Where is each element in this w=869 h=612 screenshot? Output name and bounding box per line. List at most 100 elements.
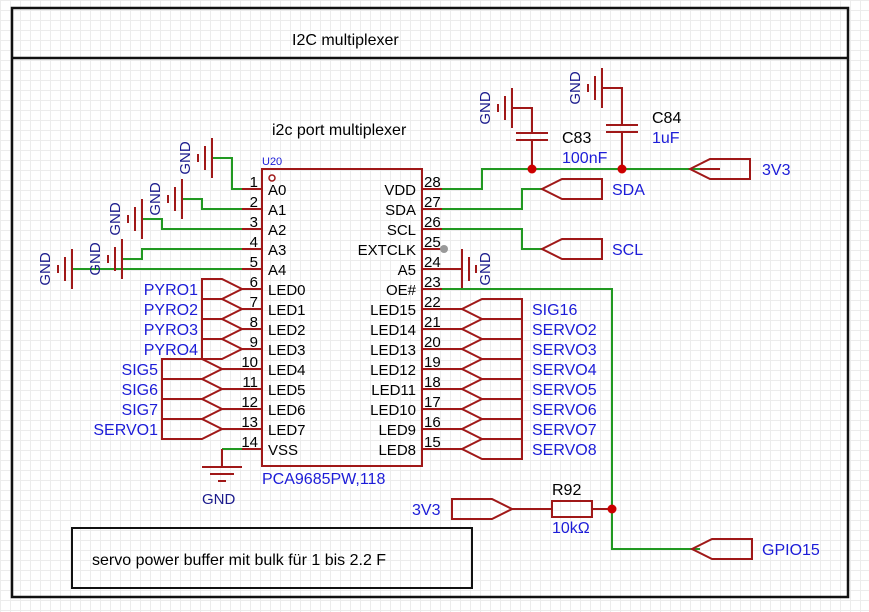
netflag-pyro3[interactable]: PYRO3 [144,318,245,340]
sda-wire [442,188,542,210]
resistor-r92[interactable] [551,500,593,518]
netflag-pyro1[interactable]: PYRO1 [144,278,245,300]
netflag-sig6[interactable]: SIG6 [122,378,242,400]
pin-name: LED8 [378,442,416,459]
c83-ref: C83 [562,130,591,147]
pin-name: LED0 [268,282,306,299]
pin-number: 6 [250,274,258,291]
netflag-sig5[interactable]: SIG5 [122,358,242,380]
pin-name: LED11 [371,382,416,399]
net-label: SERVO6 [532,402,597,419]
pin-name: LED6 [268,402,306,419]
netflag-servo1[interactable]: SERVO1 [93,418,242,440]
pin-name: A5 [398,262,416,279]
gnd-symbol: GND [87,239,123,279]
pin-name: LED4 [268,362,306,379]
netflag-sig7[interactable]: SIG7 [122,398,242,420]
pin-number: 2 [250,194,258,211]
netflag-pyro2[interactable]: PYRO2 [144,298,245,320]
chip-pin-right-sda[interactable]: 27 SDA [385,194,442,219]
pin1-marker [268,174,276,182]
net-label: SERVO7 [532,422,597,439]
pin-number: 25 [424,234,441,251]
net-label-gpio15: GPIO15 [762,542,820,559]
netflag-servo8[interactable]: SERVO8 [442,438,597,460]
pin-name: SCL [387,222,416,239]
pin-name: LED14 [370,322,416,339]
address-wires [72,157,242,270]
netflag-servo3[interactable]: SERVO3 [442,338,597,360]
gnd-symbol: GND [567,68,603,108]
netflag-servo6[interactable]: SERVO6 [442,398,597,420]
pin-number: 13 [241,414,258,431]
note-text: servo power buffer mit bulk für 1 bis 2.… [92,552,386,569]
gnd-label: GND [567,71,584,105]
netflag-servo4[interactable]: SERVO4 [442,358,597,380]
netflag-pyro4[interactable]: PYRO4 [144,338,245,360]
pin-name: LED9 [378,422,416,439]
netflag-scl[interactable] [539,238,603,260]
net-label: SERVO2 [532,322,597,339]
netflag-servo2[interactable]: SERVO2 [442,318,597,340]
chip-body[interactable] [261,168,423,467]
pin-name: A4 [268,262,286,279]
note-box[interactable] [71,527,473,589]
netflag-servo7[interactable]: SERVO7 [442,418,597,440]
pin-name: LED13 [370,342,416,359]
gnd-symbol-a5: GND [461,249,494,289]
netflag-sda[interactable] [539,178,603,200]
chip-pin-left-led0[interactable]: 6 LED0 [242,274,306,299]
netflag-3v3[interactable] [687,158,751,180]
net-label: SERVO5 [532,382,597,399]
capacitor-c84[interactable] [602,87,638,169]
pin-name: SDA [385,202,416,219]
pin-name: LED2 [268,322,306,339]
net-label-3v3: 3V3 [762,162,791,179]
vdd-wire [442,168,700,190]
chip-pin-left-a1[interactable]: 2 A1 [242,194,286,219]
pin-number: 24 [424,254,441,271]
pin-name: A1 [268,202,286,219]
net-label: SIG5 [122,362,159,379]
pin-number: 4 [250,234,258,251]
gnd-label-vss: GND [202,491,236,508]
pin-name: LED5 [268,382,306,399]
netflag-sig16[interactable]: SIG16 [442,298,577,320]
gnd-label: GND [37,252,54,286]
chip-pin-right-a5[interactable]: 24 A5 [398,254,442,279]
gnd-symbol: GND [37,249,73,289]
scl-wire [442,228,542,250]
netflag-3v3-pullup[interactable] [451,498,515,520]
netflag-gpio15[interactable] [689,538,753,560]
pin-name: OE# [386,282,417,299]
capacitor-c83[interactable] [512,107,548,169]
netflag-servo5[interactable]: SERVO5 [442,378,597,400]
net-label-scl: SCL [612,242,643,259]
pin-number: 27 [424,194,441,211]
